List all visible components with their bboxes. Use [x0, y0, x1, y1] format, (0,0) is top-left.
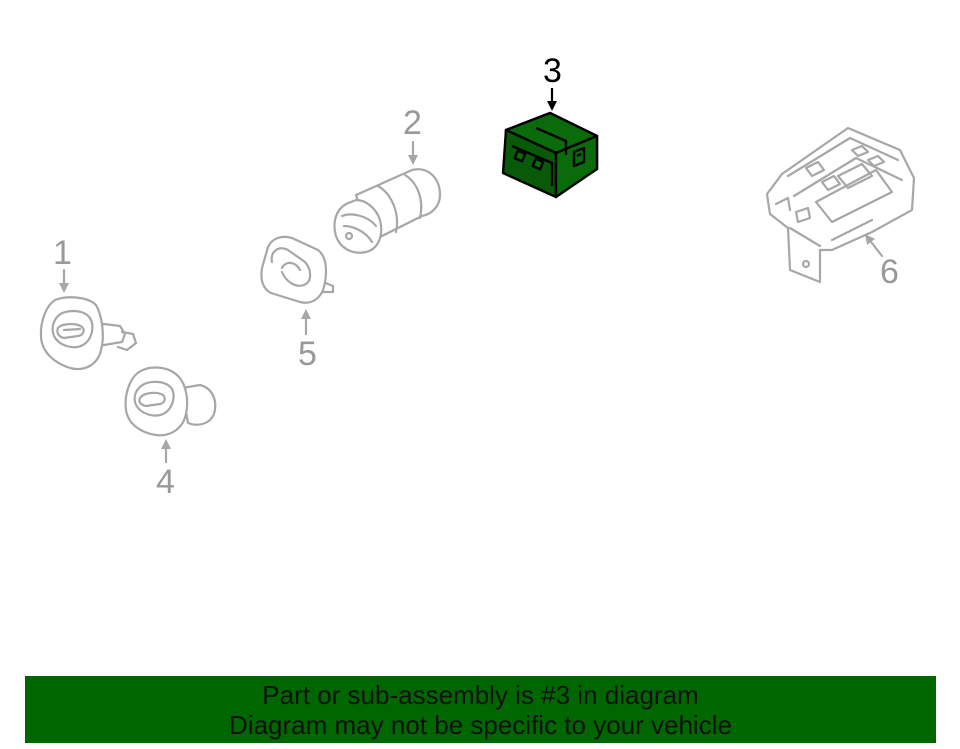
part-1-knob-switch[interactable] [39, 296, 138, 371]
banner-line-1: Part or sub-assembly is #3 in diagram [262, 679, 699, 710]
part-5-switch-button[interactable] [260, 235, 335, 304]
callout-1-number: 1 [53, 234, 72, 272]
banner-line-2: Diagram may not be specific to your vehi… [229, 709, 732, 740]
part-6-switch-panel[interactable] [765, 126, 916, 284]
callout-6-arrow [864, 234, 884, 258]
callout-1[interactable]: 1 [53, 234, 72, 293]
callout-6-number: 6 [880, 253, 899, 291]
callout-3-number: 3 [543, 52, 562, 90]
callout-2-number: 2 [403, 104, 422, 142]
info-banner: Part or sub-assembly is #3 in diagram Di… [25, 676, 936, 743]
callout-2[interactable]: 2 [403, 104, 422, 165]
callout-4-number: 4 [156, 463, 175, 501]
part-4-knob-switch[interactable] [124, 366, 217, 437]
callout-4[interactable]: 4 [156, 439, 175, 501]
callout-6[interactable]: 6 [864, 234, 899, 291]
callout-5-number: 5 [298, 335, 317, 373]
part-3-switch-highlighted[interactable] [501, 111, 599, 199]
callout-3[interactable]: 3 [543, 52, 562, 111]
callout-5[interactable]: 5 [298, 309, 317, 373]
part-2-cylinder-switch[interactable] [333, 168, 442, 254]
